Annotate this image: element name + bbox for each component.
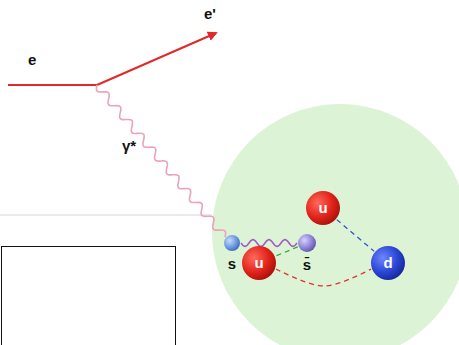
separator-line <box>0 215 212 216</box>
quark-ball: u <box>306 191 340 225</box>
quark-dot: s̄ <box>298 234 316 252</box>
color-flow-line <box>276 247 298 256</box>
ball-circle <box>371 246 405 280</box>
quark-dot: s <box>224 235 240 251</box>
quark-label: s̄ <box>303 257 311 272</box>
ball-circle <box>242 246 276 280</box>
quark-label: s <box>228 256 236 271</box>
electron-out-arrow <box>97 33 216 85</box>
proton-circle <box>212 104 459 345</box>
quark-ball: u <box>242 246 276 280</box>
color-flow-line <box>337 220 375 252</box>
photon-line <box>96 85 225 237</box>
quark-label: d <box>383 255 392 270</box>
particle-label: e' <box>204 6 216 21</box>
ball-circle <box>306 191 340 225</box>
ball-shape <box>298 234 316 252</box>
particle-label: e <box>28 52 36 67</box>
quark-label: u <box>318 200 327 215</box>
quark-ball: d <box>371 246 405 280</box>
ball-circle <box>224 235 240 251</box>
particle-label: γ* <box>122 138 136 153</box>
color-flow-line <box>276 269 371 286</box>
ball-shape <box>224 235 240 251</box>
frame-box <box>2 247 176 345</box>
ball-circle <box>298 234 316 252</box>
electron-line <box>8 84 97 86</box>
quark-label: u <box>254 255 263 270</box>
gluon-line <box>241 240 297 247</box>
